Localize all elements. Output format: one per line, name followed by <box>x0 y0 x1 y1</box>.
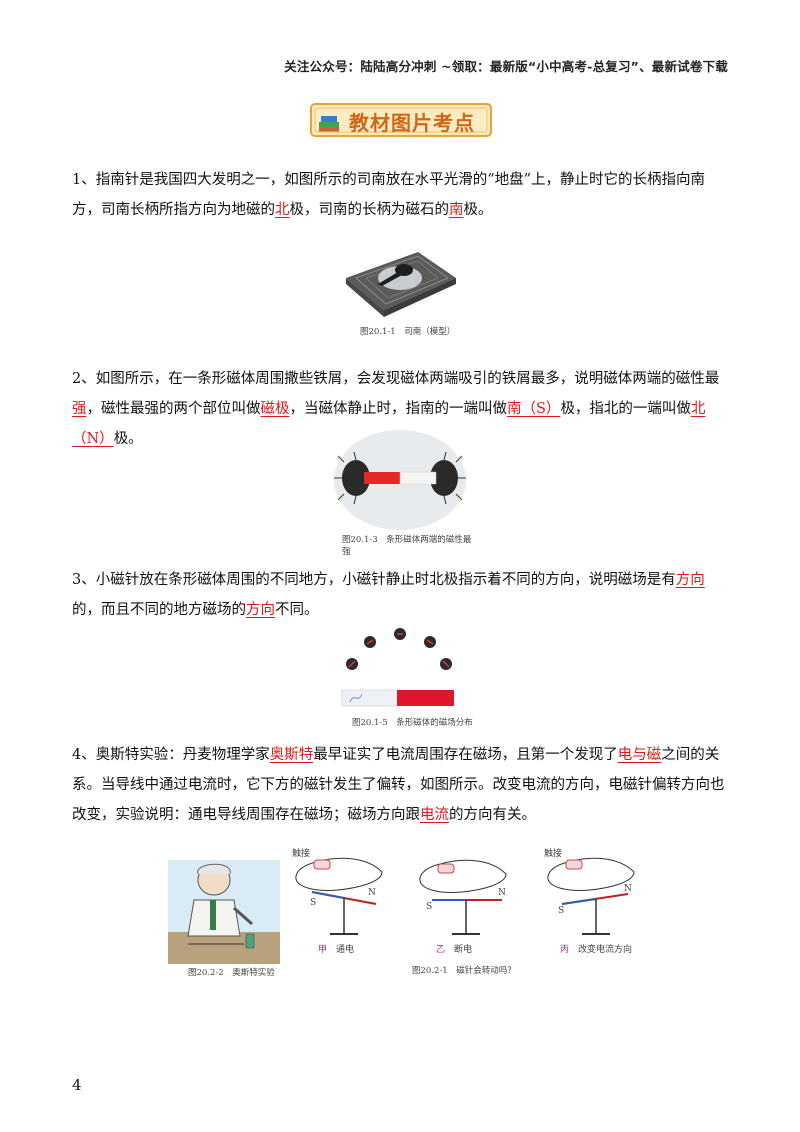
header-note: 关注公众号：陆陆高分冲刺 ~领取：最新版“小中高考-总复习”、最新试卷下载 <box>284 59 728 74</box>
needle-n-label: N <box>624 884 632 894</box>
figure-caption-right: 图20.2-1 磁针会转动吗？ <box>412 966 516 976</box>
needle-s-label: S <box>558 906 565 916</box>
answer-blank: 电流 <box>420 807 449 823</box>
answer-blank: 强 <box>72 401 87 417</box>
item-4-text: 4、奥斯特实验：丹麦物理学家奥斯特最早证实了电流周围存在磁场，且第一个发现了电与… <box>72 747 725 823</box>
oersted-panel-on: 触接 S N 甲 通电 <box>288 842 388 960</box>
page-number: 4 <box>72 1076 82 1094</box>
answer-blank: 方向 <box>246 602 275 618</box>
banner-frame <box>310 103 492 137</box>
banner-title: 教材图片考点 <box>349 111 475 135</box>
compass-sinan-image <box>338 248 460 318</box>
item-3-text: 3、小磁针放在条形磁体周围的不同地方，小磁针静止时北极指示着不同的方向，说明磁场… <box>72 572 705 618</box>
touch-label: 触接 <box>544 849 563 859</box>
needle-n-label: N <box>498 888 506 898</box>
panel-caption: 乙 断电 <box>436 945 473 955</box>
needle-s-label: S <box>310 898 317 908</box>
answer-blank: 磁极 <box>260 401 290 417</box>
oersted-panel-reversed: 触接 S N 丙 改变电流方向 <box>540 842 640 960</box>
magnetic-field-compasses-image <box>338 626 460 716</box>
figure-caption: 图20.1-1 司南（模型） <box>360 327 456 337</box>
figure-caption-left: 图20.2-2 奥斯特实验 <box>188 968 275 978</box>
answer-blank: 奥斯特 <box>269 747 314 763</box>
figure-caption: 图20.1-3 条形磁体两端的磁性最强 <box>342 535 472 557</box>
item-2-text: 2、如图所示，在一条形磁体周围撒些铁屑，会发现磁体两端吸引的铁屑最多，说明磁体两… <box>72 371 720 447</box>
section-banner: 教材图片考点 <box>307 100 495 140</box>
answer-blank: 北 <box>275 202 290 218</box>
needle-n-label: N <box>368 888 376 898</box>
touch-label: 触接 <box>292 849 311 859</box>
item-1-text: 1、指南针是我国四大发明之一，如图所示的司南放在水平光滑的“地盘”上，静止时它的… <box>72 172 706 218</box>
needle-s-label: S <box>426 902 433 912</box>
oersted-scientist-image <box>168 860 280 964</box>
answer-blank: 方向 <box>675 572 705 588</box>
answer-blank: 北（N） <box>72 401 706 447</box>
bar-magnet-iron-filings-image <box>334 430 466 530</box>
answer-blank: 电与磁 <box>617 747 662 763</box>
answer-blank: 南 <box>449 202 464 218</box>
panel-caption: 甲 通电 <box>318 945 355 955</box>
figure-caption: 图20.1-5 条形磁体的磁场分布 <box>352 718 473 728</box>
panel-caption: 丙 改变电流方向 <box>560 945 633 955</box>
answer-blank: 南（S） <box>507 401 561 417</box>
book-icon <box>319 116 339 132</box>
oersted-panel-off: S N 乙 断电 <box>412 842 512 960</box>
